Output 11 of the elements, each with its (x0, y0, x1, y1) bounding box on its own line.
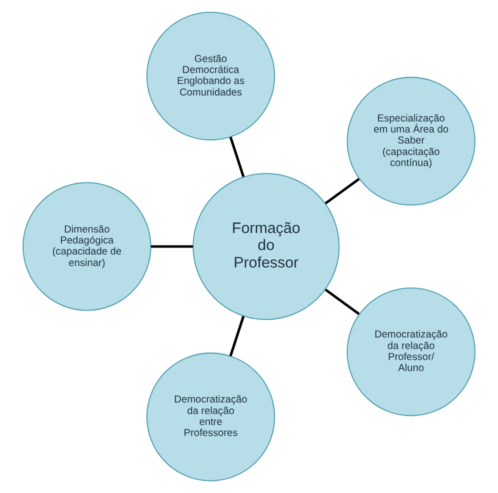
node-circle: Especialização em uma Área do Saber (capacitação contínua) (346, 76, 476, 206)
connector (324, 178, 360, 204)
node-circle: Democratização da relação Professor/ Aluno (346, 287, 476, 416)
connector (150, 245, 193, 248)
node-circle: Gestão Democrática Englobando as Comunidades (146, 12, 276, 140)
node-circle: Democratização da relação entre Professores (146, 352, 276, 482)
node-circle: Dimensão Pedagógica (capacidade de ensinar) (22, 182, 152, 311)
connector (324, 288, 360, 315)
connector (229, 136, 245, 178)
node-circle: Formação do Professor (192, 173, 340, 320)
connector (229, 316, 245, 356)
